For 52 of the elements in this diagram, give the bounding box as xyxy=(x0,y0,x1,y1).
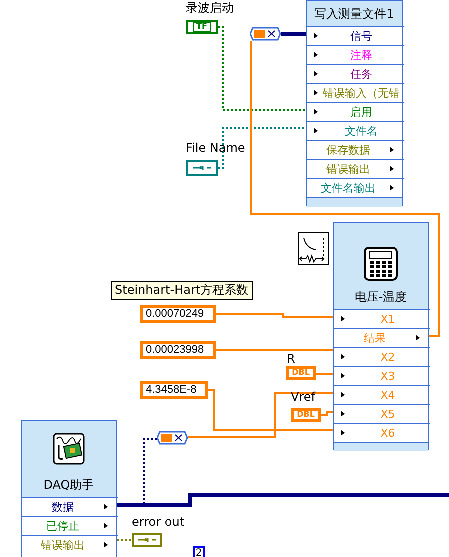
wire xyxy=(117,539,132,541)
terminal-row: 已停止 xyxy=(22,516,118,535)
terminal-row: 信号 xyxy=(307,26,404,45)
terminal-row: 数据 xyxy=(22,497,118,516)
terminal-label: Vref xyxy=(291,391,316,404)
numeric-constant: 2 xyxy=(193,546,205,557)
wire xyxy=(316,374,333,376)
constant-terminal: DBL xyxy=(291,408,321,422)
wire xyxy=(216,313,333,318)
block-title: 电压-温度 xyxy=(354,289,408,306)
numeric-constant: 4.3458E-8 xyxy=(140,381,208,399)
terminal-label: 录波启动 xyxy=(186,2,234,15)
wire xyxy=(216,349,333,351)
terminal-label: File Name xyxy=(186,142,246,155)
terminal-row: X1 xyxy=(334,309,430,328)
terminal-label: R xyxy=(287,353,296,366)
terminal-row: 错误输入（无错 xyxy=(307,83,404,102)
terminal-row: X5 xyxy=(334,404,430,423)
wire xyxy=(208,389,333,431)
terminal-row: 错误输出 xyxy=(307,159,404,178)
wire xyxy=(218,127,306,169)
conversion-node xyxy=(157,431,188,445)
terminal-row: 启用 xyxy=(307,102,404,121)
terminal-row: X2 xyxy=(334,347,430,366)
function-block xyxy=(333,222,429,450)
constant-terminal: TF xyxy=(186,20,218,34)
path-terminal xyxy=(186,160,218,176)
numeric-constant: 0.00023998 xyxy=(140,341,216,359)
wire xyxy=(188,392,333,438)
wire xyxy=(250,41,440,337)
wire xyxy=(321,411,333,416)
terminal-row: X4 xyxy=(334,385,430,404)
wire xyxy=(117,493,449,507)
terminal-row: 结果 xyxy=(334,328,430,347)
terminal-row: 保存数据 xyxy=(307,140,404,159)
wire xyxy=(281,32,306,36)
terminal-row: 错误输出 xyxy=(22,535,118,554)
block-title: 写入测量文件1 xyxy=(314,6,394,23)
error-indicator xyxy=(132,533,162,547)
conversion-node xyxy=(250,27,281,41)
terminal-row: 文件名 xyxy=(307,121,404,140)
note-label: Steinhart-Hart方程系数 xyxy=(111,281,253,300)
constant-terminal: DBL xyxy=(286,366,316,380)
terminal-row: 任务 xyxy=(307,64,404,83)
terminal-label: error out xyxy=(132,516,185,529)
function-block xyxy=(306,0,403,206)
terminal-row: X3 xyxy=(334,366,430,385)
function-block xyxy=(21,420,117,557)
block-title: DAQ助手 xyxy=(44,477,94,494)
numeric-constant: 0.00070249 xyxy=(140,305,216,323)
terminal-row: 注释 xyxy=(307,45,404,64)
wire xyxy=(218,26,306,111)
